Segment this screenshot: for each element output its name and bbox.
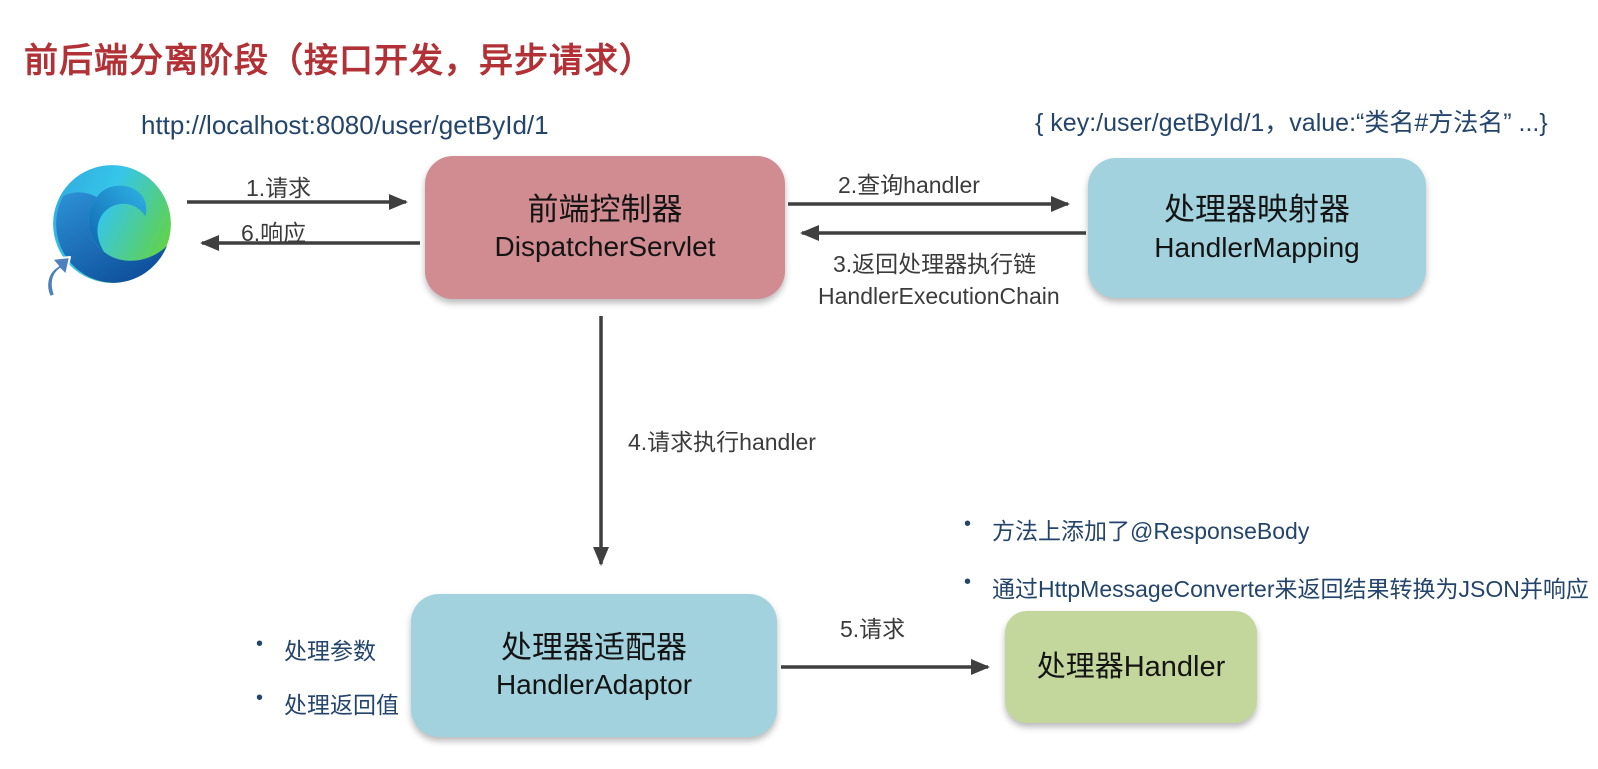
node-label-zh: 处理器映射器 xyxy=(1164,192,1350,228)
list-item: 方法上添加了@ResponseBody xyxy=(958,512,1589,546)
list-item: 处理返回值 xyxy=(250,686,399,720)
node-dispatcher-servlet: 前端控制器 DispatcherServlet xyxy=(425,156,785,299)
click-cursor-icon xyxy=(46,256,71,298)
edge-browser-icon xyxy=(42,155,190,303)
edge-label-2-query-handler: 2.查询handler xyxy=(838,172,980,198)
node-label-en: HandlerMapping xyxy=(1154,231,1360,263)
page-title: 前后端分离阶段（接口开发，异步请求） xyxy=(24,41,654,80)
list-item: 通过HttpMessageConverter来返回结果转换为JSON并响应 xyxy=(958,570,1589,604)
node-label-en: HandlerAdaptor xyxy=(495,669,693,701)
edge-label-3-chain-class: HandlerExecutionChain xyxy=(818,283,1060,309)
node-handler: 处理器Handler xyxy=(1005,611,1257,723)
edge-label-4-execute: 4.请求执行handler xyxy=(628,429,816,455)
edge-label-1-request: 1.请求 xyxy=(246,175,312,201)
node-handler-adaptor: 处理器适配器 HandlerAdaptor xyxy=(411,594,777,737)
node-label-zh: 处理器Handler xyxy=(1036,650,1226,683)
edge-label-3-return-chain: 3.返回处理器执行链 xyxy=(833,251,1037,277)
list-item: 处理参数 xyxy=(250,632,399,666)
edge-label-6-response: 6.响应 xyxy=(241,220,307,246)
request-url-label: http://localhost:8080/user/getById/1 xyxy=(141,110,549,140)
adaptor-notes-list: 处理参数 处理返回值 xyxy=(250,632,399,720)
mapping-key-value-label: { key:/user/getById/1，value:“类名#方法名” ...… xyxy=(1035,109,1548,137)
edge-logo-swirl xyxy=(53,165,171,283)
node-handler-mapping: 处理器映射器 HandlerMapping xyxy=(1088,158,1426,298)
handler-notes-list: 方法上添加了@ResponseBody 通过HttpMessageConvert… xyxy=(958,512,1589,604)
node-label-zh: 前端控制器 xyxy=(527,191,683,227)
node-label-en: DispatcherServlet xyxy=(494,231,716,263)
node-label-zh: 处理器适配器 xyxy=(501,629,687,665)
edge-label-5-request: 5.请求 xyxy=(840,616,906,642)
